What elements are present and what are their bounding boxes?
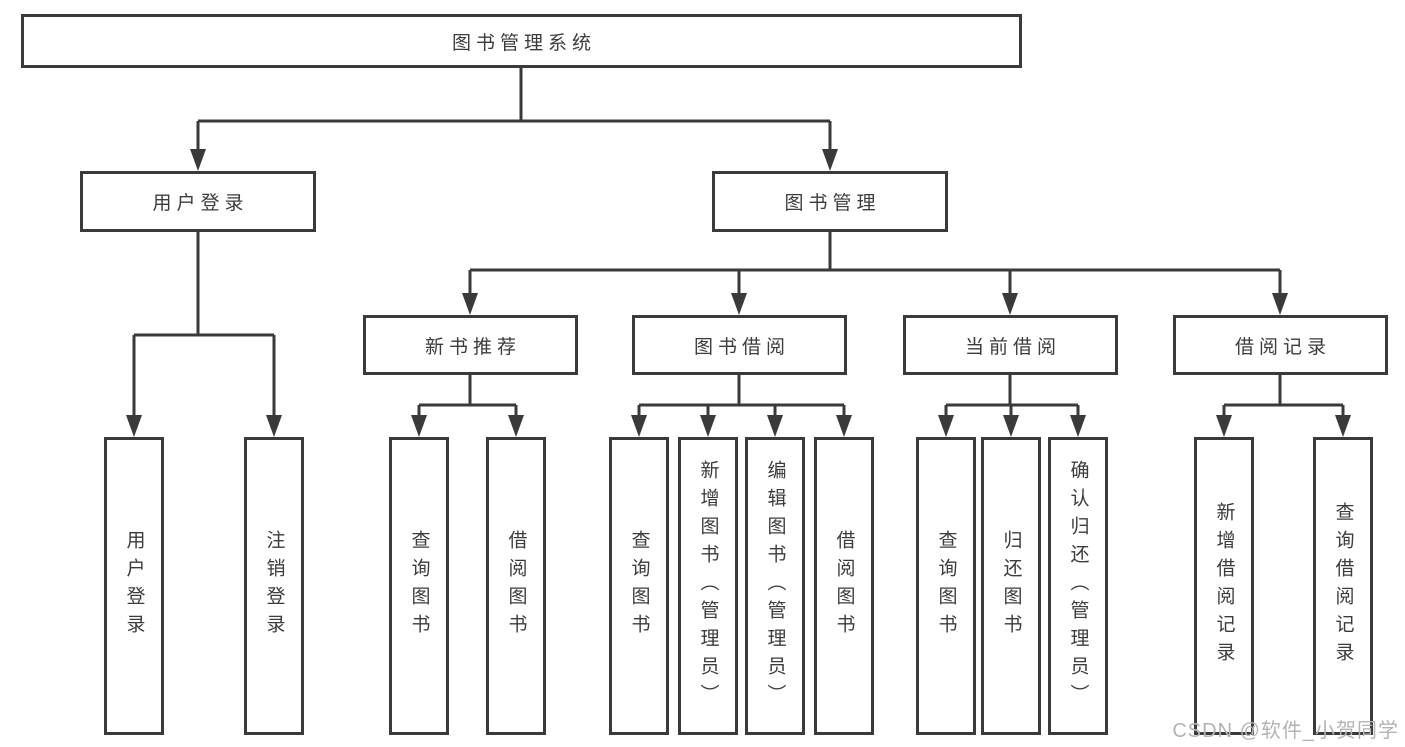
- leaf-borrow-books-newbook: 借阅图书: [486, 437, 546, 735]
- node-label: 查询图书: [408, 530, 430, 642]
- leaf-confirm-return-admin: 确认归还（管理员）: [1048, 437, 1108, 735]
- node-label: 借阅图书: [505, 530, 527, 642]
- node-label: 归还图书: [1000, 530, 1022, 642]
- node-library-management-system: 图书管理系统: [21, 14, 1022, 68]
- node-label: 用户登录: [152, 193, 249, 214]
- node-label: 查询图书: [628, 530, 650, 642]
- node-label: 图书管理系统: [451, 32, 596, 54]
- csdn-watermark: CSDN @软件_小贺同学: [1172, 720, 1399, 742]
- node-book-management: 图书管理: [712, 171, 948, 232]
- leaf-return-books: 归还图书: [981, 437, 1041, 735]
- node-label: 新书推荐: [424, 336, 521, 358]
- node-label: 注销登录: [263, 530, 285, 642]
- connector-arrowheads: [126, 149, 1351, 437]
- leaf-query-books-borrow: 查询图书: [609, 437, 669, 735]
- node-label: 借阅图书: [833, 530, 855, 642]
- node-label: 借阅记录: [1234, 336, 1331, 358]
- node-label: 图书管理: [784, 193, 881, 214]
- node-book-borrowing: 图书借阅: [632, 315, 847, 375]
- node-borrowing-records: 借阅记录: [1173, 315, 1388, 375]
- node-label: 图书借阅: [693, 336, 790, 358]
- leaf-borrow-books-borrow: 借阅图书: [814, 437, 874, 735]
- leaf-add-books-admin: 新增图书（管理员）: [678, 437, 738, 735]
- leaf-edit-books-admin: 编辑图书（管理员）: [745, 437, 805, 735]
- node-label: 查询图书: [935, 530, 957, 642]
- node-label: 新增图书（管理员）: [697, 460, 719, 712]
- leaf-query-borrow-record: 查询借阅记录: [1313, 437, 1373, 735]
- node-label: 编辑图书（管理员）: [764, 460, 786, 712]
- leaf-logout: 注销登录: [244, 437, 304, 735]
- leaf-add-borrow-record: 新增借阅记录: [1194, 437, 1254, 735]
- node-label: 查询借阅记录: [1332, 502, 1354, 670]
- node-user-login: 用户登录: [80, 171, 316, 232]
- leaf-user-login: 用户登录: [104, 437, 164, 735]
- node-label: 确认归还（管理员）: [1067, 460, 1089, 712]
- node-current-borrowing: 当前借阅: [903, 315, 1118, 375]
- node-label: 用户登录: [123, 530, 145, 642]
- node-new-book-recommend: 新书推荐: [363, 315, 578, 375]
- connector-paths: [132, 68, 1345, 418]
- leaf-query-books-newbook: 查询图书: [389, 437, 449, 735]
- node-label: 新增借阅记录: [1213, 502, 1235, 670]
- node-label: 当前借阅: [964, 336, 1061, 358]
- leaf-query-books-current: 查询图书: [916, 437, 976, 735]
